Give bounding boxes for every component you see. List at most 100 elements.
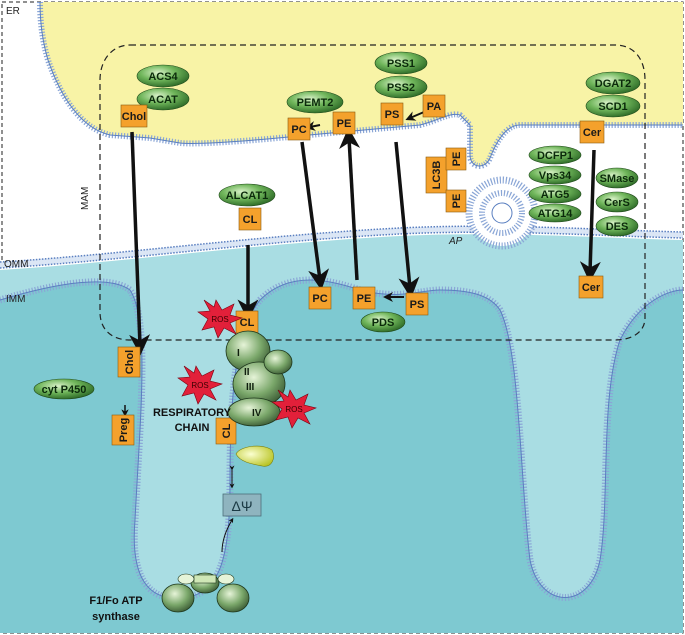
lipid-pe-imm: PE (352, 286, 376, 310)
svg-text:PSS2: PSS2 (387, 82, 415, 94)
svg-text:ROS: ROS (211, 315, 228, 324)
enzyme-smase: SMase (595, 167, 639, 189)
lipid-lc3b: LC3B (425, 156, 448, 194)
lipid-cer-omm: Cer (578, 275, 604, 299)
enzymes: ACS4 ACAT PEMT2 PSS1 PSS2 DGAT2 SCD1 AL (33, 51, 641, 400)
svg-text:PC: PC (312, 293, 327, 305)
svg-text:cyt P450: cyt P450 (42, 384, 87, 396)
enzyme-atg14: ATG14 (528, 203, 582, 223)
er-label: ER (6, 6, 20, 17)
lipid-chol-er: Chol (120, 104, 148, 128)
svg-text:PS: PS (410, 299, 425, 311)
enzyme-des: DES (595, 215, 639, 237)
svg-text:ROS: ROS (191, 381, 208, 390)
lipid-preg: Preg (111, 414, 135, 446)
enzyme-vps34: Vps34 (528, 165, 582, 185)
ros-burst-2: ROS (177, 365, 223, 405)
lipid-cl-imm-top: CL (235, 310, 259, 334)
enzyme-atg5: ATG5 (528, 184, 582, 204)
complex-i-label: I (237, 348, 240, 359)
ros-bursts: ROS ROS ROS (177, 299, 317, 429)
svg-text:CL: CL (240, 317, 255, 329)
enzyme-pds: PDS (360, 311, 406, 333)
svg-text:ΔΨ: ΔΨ (231, 498, 252, 514)
svg-text:Preg: Preg (118, 418, 130, 442)
svg-text:PEMT2: PEMT2 (297, 97, 334, 109)
enzyme-cers: CerS (595, 191, 639, 213)
enzyme-pss2: PSS2 (374, 75, 428, 99)
atp-synthase-label-line2: synthase (92, 611, 140, 623)
respiratory-chain-label-line1: RESPIRATORY (153, 407, 232, 419)
svg-text:ATG14: ATG14 (538, 208, 574, 220)
svg-text:DGAT2: DGAT2 (595, 78, 631, 90)
svg-text:ATG5: ATG5 (541, 189, 570, 201)
svg-text:PE: PE (337, 118, 352, 130)
enzyme-acat: ACAT (136, 87, 190, 111)
lipid-pc-imm: PC (308, 286, 332, 310)
svg-text:PE: PE (357, 293, 372, 305)
svg-text:Cer: Cer (582, 282, 601, 294)
lipid-cl-omm: CL (238, 207, 262, 231)
complex-ii-label: II (244, 367, 250, 378)
svg-text:LC3B: LC3B (431, 161, 443, 190)
svg-text:PC: PC (291, 124, 306, 136)
enzyme-scd1: SCD1 (585, 94, 641, 118)
delta-psi-box: ΔΨ (222, 493, 262, 517)
enzyme-dgat2: DGAT2 (585, 71, 641, 95)
lipid-ps-er: PS (380, 102, 404, 126)
respiratory-chain-complexes: I II III IV (225, 330, 293, 427)
svg-text:Vps34: Vps34 (539, 170, 572, 182)
respiratory-chain-label-line2: CHAIN (175, 422, 210, 434)
lipid-pe-ap-bottom: PE (445, 189, 467, 213)
omm-label: OMM (4, 259, 28, 270)
complex-iv-label: IV (252, 408, 262, 419)
enzyme-pemt2: PEMT2 (286, 90, 344, 114)
ap-label: AP (448, 236, 463, 247)
svg-text:ALCAT1: ALCAT1 (226, 190, 269, 202)
lipid-pe-ap-top: PE (445, 147, 467, 171)
svg-text:SCD1: SCD1 (598, 101, 627, 113)
svg-text:PDS: PDS (372, 317, 395, 329)
complex-iii-label: III (246, 382, 255, 393)
transport-arrows (121, 111, 601, 553)
svg-text:CL: CL (243, 214, 258, 226)
lipid-cl-chain: CL (215, 417, 237, 445)
enzyme-dcfp1: DCFP1 (528, 145, 582, 165)
autophagosome (465, 176, 539, 250)
enzyme-pss1: PSS1 (374, 51, 428, 75)
svg-text:ROS: ROS (285, 405, 302, 414)
svg-text:CL: CL (221, 423, 233, 438)
ros-burst-3: ROS (271, 389, 317, 429)
lipid-cer-er: Cer (579, 120, 605, 144)
lipid-pc-er: PC (287, 117, 311, 141)
svg-text:CerS: CerS (604, 197, 630, 209)
lipid-chol-mito: Chol (117, 346, 141, 378)
lipid-pa-er: PA (422, 94, 446, 118)
svg-text:PSS1: PSS1 (387, 58, 415, 70)
lipid-ps-imm: PS (405, 292, 429, 316)
svg-text:Chol: Chol (124, 350, 136, 374)
lipid-pe-er: PE (332, 111, 356, 135)
lipids: Chol PC PE PS PA Cer LC3B PE (111, 94, 605, 446)
mam-region (99, 44, 646, 341)
svg-text:PS: PS (385, 109, 400, 121)
svg-text:SMase: SMase (600, 173, 635, 185)
yellow-carrier (235, 445, 274, 467)
svg-text:ACS4: ACS4 (148, 71, 178, 83)
enzyme-alcat1: ALCAT1 (218, 183, 276, 207)
enzyme-cyt-p450: cyt P450 (33, 378, 95, 400)
mitochondrion (0, 234, 684, 633)
svg-text:ACAT: ACAT (148, 94, 178, 106)
atp-synthase (161, 572, 250, 613)
ros-burst-1: ROS (197, 299, 243, 339)
svg-text:Chol: Chol (122, 111, 146, 123)
svg-text:PE: PE (451, 152, 463, 167)
mam-label: MAM (80, 187, 91, 210)
svg-text:PA: PA (427, 101, 442, 113)
svg-text:Cer: Cer (583, 127, 602, 139)
enzyme-acs4: ACS4 (136, 64, 190, 88)
atp-synthase-label-line1: F1/Fo ATP (89, 595, 142, 607)
svg-text:DCFP1: DCFP1 (537, 150, 573, 162)
imm-label: IMM (6, 294, 25, 305)
